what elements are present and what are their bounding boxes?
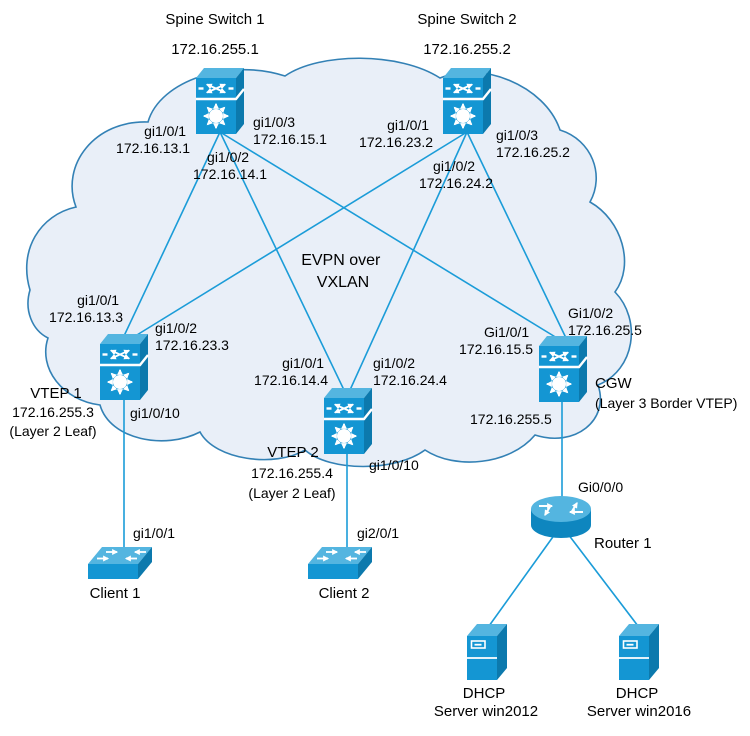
spine1-ip-label: 172.16.255.1 xyxy=(171,41,259,58)
cloud-label: EVPN over VXLAN xyxy=(301,252,385,291)
spine1-port-to-vtep2-label: gi1/0/2 172.16.14.1 xyxy=(193,149,267,182)
spine2-port-to-vtep1-label: gi1/0/1 172.16.23.2 xyxy=(359,117,433,150)
client-2-icon xyxy=(308,547,372,579)
spine1-name-label: Spine Switch 1 xyxy=(165,11,264,28)
client2-name-label: Client 2 xyxy=(319,585,370,602)
router-1-icon xyxy=(531,496,591,538)
client-1-icon xyxy=(88,547,152,579)
vtep1-port-to-spine2-label: gi1/0/2 172.16.23.3 xyxy=(155,320,229,353)
link-spine1-vtep2 xyxy=(219,131,345,391)
vtep1-port-to-client1-label: gi1/0/10 xyxy=(130,405,180,421)
vtep2-port-to-spine2-label: gi1/0/2 172.16.24.4 xyxy=(373,355,447,388)
vtep2-role-label: (Layer 2 Leaf) xyxy=(248,485,335,501)
dhcp-server-win2012-icon xyxy=(466,623,508,681)
dhcp2-name-label: DHCP Server win2016 xyxy=(587,685,691,720)
vtep1-ip-label: 172.16.255.3 xyxy=(12,404,94,420)
spine2-name-label: Spine Switch 2 xyxy=(417,11,516,28)
cgw-role-label: (Layer 3 Border VTEP) xyxy=(595,395,737,411)
spine1-port-to-vtep1-label: gi1/0/1 172.16.13.1 xyxy=(116,123,190,156)
cgw-ip-label: 172.16.255.5 xyxy=(470,411,552,427)
cgw-icon xyxy=(539,336,587,402)
client2-uplink-port-label: gi2/0/1 xyxy=(357,525,399,541)
link-spine2-cgw xyxy=(466,131,567,339)
vtep2-ip-label: 172.16.255.4 xyxy=(251,465,333,481)
client1-name-label: Client 1 xyxy=(90,585,141,602)
vtep1-name-label: VTEP 1 xyxy=(30,385,81,402)
spine2-ip-label: 172.16.255.2 xyxy=(423,41,511,58)
vtep2-port-to-client2-label: gi1/0/10 xyxy=(369,457,419,473)
link-router1-dhcp2 xyxy=(567,533,639,627)
router1-name-label: Router 1 xyxy=(594,535,652,552)
dhcp1-name-label: DHCP Server win2012 xyxy=(434,685,538,720)
spine2-port-to-cgw-label: gi1/0/3 172.16.25.2 xyxy=(496,127,570,160)
cgw-name-label: CGW xyxy=(595,375,633,392)
spine-switch-2-icon xyxy=(443,68,491,134)
vtep1-role-label: (Layer 2 Leaf) xyxy=(9,423,96,439)
link-spine2-vtep2 xyxy=(349,131,468,391)
client1-uplink-port-label: gi1/0/1 xyxy=(133,525,175,541)
vtep-2-icon xyxy=(324,388,372,454)
link-spine2-vtep1 xyxy=(131,131,468,339)
spine2-port-to-vtep2-label: gi1/0/2 172.16.24.2 xyxy=(419,158,493,191)
vtep2-port-to-spine1-label: gi1/0/1 172.16.14.4 xyxy=(254,355,328,388)
dhcp-server-win2016-icon xyxy=(618,623,660,681)
link-router1-dhcp1 xyxy=(488,533,556,627)
spine1-port-to-cgw-label: gi1/0/3 172.16.15.1 xyxy=(253,114,327,147)
cgw-port-to-spine1-label: Gi1/0/1 172.16.15.5 xyxy=(459,324,533,357)
vtep1-port-to-spine1-label: gi1/0/1 172.16.13.3 xyxy=(49,292,123,325)
link-spine1-cgw xyxy=(219,131,558,339)
router1-uplink-port-label: Gi0/0/0 xyxy=(578,479,623,495)
vtep-1-icon xyxy=(100,334,148,400)
cgw-port-to-spine2-label: Gi1/0/2 172.16.25.5 xyxy=(568,305,642,338)
spine-switch-1-icon xyxy=(196,68,244,134)
vtep2-name-label: VTEP 2 xyxy=(267,444,318,461)
link-spine1-vtep1 xyxy=(123,131,221,337)
